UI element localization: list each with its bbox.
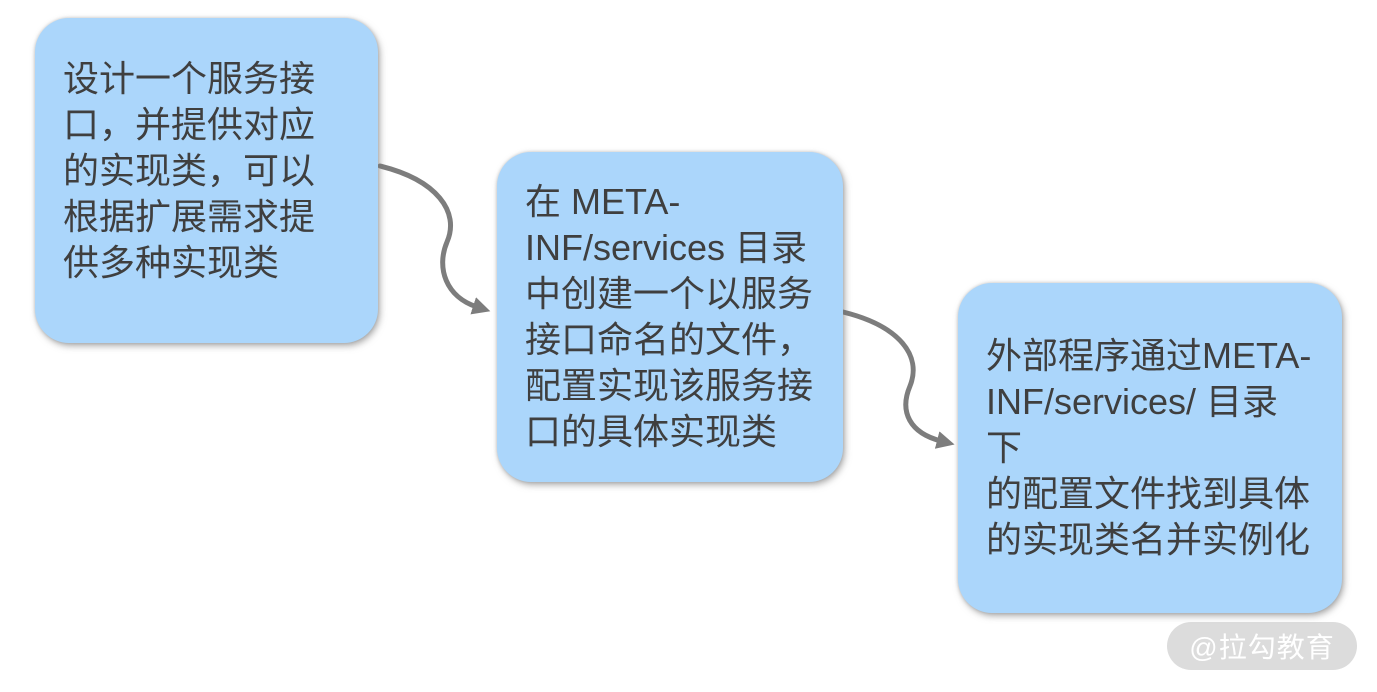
arrow-step2-to-step3 (840, 309, 955, 449)
step-1-text: 设计一个服务接 口，并提供对应 的实现类，可以 根据扩展需求提 供多种实现类 (63, 57, 316, 283)
step-2-box: 在 META- INF/services 目录 中创建一个以服务 接口命名的文件… (497, 152, 843, 482)
arrow-step1-to-step2 (377, 163, 491, 315)
step-3-text: 外部程序通过META- INF/services/ 目录下 的配置文件找到具体 … (986, 335, 1312, 560)
watermark-text: @拉勾教育 (1189, 632, 1335, 663)
watermark-badge: @拉勾教育 (1167, 622, 1357, 670)
step-2-text: 在 META- INF/services 目录 中创建一个以服务 接口命名的文件… (525, 181, 814, 452)
step-1-box: 设计一个服务接 口，并提供对应 的实现类，可以 根据扩展需求提 供多种实现类 (35, 18, 378, 343)
step-3-box: 外部程序通过META- INF/services/ 目录下 的配置文件找到具体 … (958, 283, 1342, 613)
